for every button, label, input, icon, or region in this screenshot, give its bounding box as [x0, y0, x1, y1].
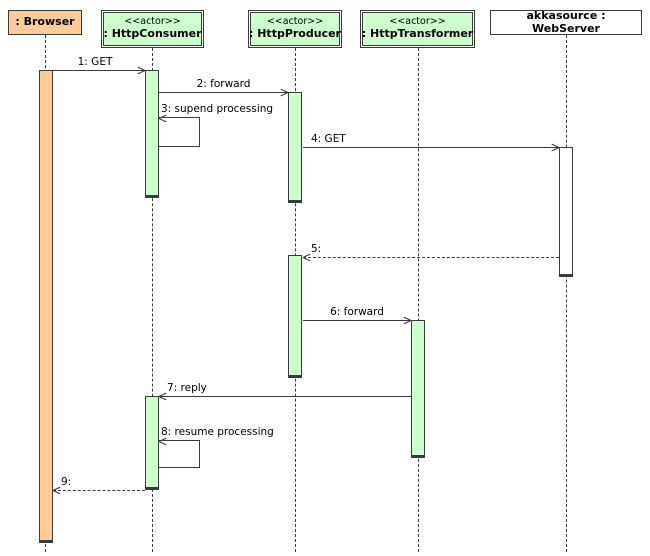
message-label: 4: GET [311, 133, 346, 145]
message-line [159, 396, 411, 397]
participant-stereotype: <<actor>> [389, 16, 446, 28]
self-message-8[interactable]: 8: resume processing [158, 426, 274, 468]
activation-bar-browser[interactable] [39, 70, 53, 543]
message-label: 8: resume processing [161, 426, 274, 438]
activation-bar-httpproducer[interactable] [288, 92, 302, 203]
activation-bar-httpproducer[interactable] [288, 255, 302, 378]
participant-stereotype: <<actor>> [266, 16, 324, 28]
message-line [45, 70, 145, 71]
message-label: 7: reply [167, 382, 207, 394]
message-label: 9: [61, 476, 72, 488]
message-label: 1: GET [77, 56, 113, 68]
message-line [303, 257, 559, 258]
participant-name: : HttpProducer [249, 27, 341, 41]
participant-stereotype: <<actor>> [124, 16, 181, 28]
participant-header-httptransformer[interactable]: <<actor>>: HttpTransformer [360, 10, 475, 48]
activation-bar-httpconsumer[interactable] [145, 396, 159, 490]
message-line [53, 490, 145, 491]
participant-header-browser[interactable]: : Browser [8, 10, 82, 35]
self-message-3[interactable]: 3: supend processing [158, 103, 273, 147]
lifeline-httptransformer [418, 48, 419, 552]
activation-bar-httpconsumer[interactable] [145, 70, 159, 198]
lifeline-httpconsumer [152, 48, 153, 552]
participant-name: akkasource : WebServer [526, 8, 606, 35]
participant-header-httpproducer[interactable]: <<actor>>: HttpProducer [248, 10, 342, 48]
participant-header-webserver[interactable]: akkasource : WebServer [490, 8, 642, 35]
message-label: 5: [311, 243, 322, 255]
participant-name: : HttpConsumer [103, 27, 202, 41]
message-line [303, 320, 411, 321]
participant-header-httpconsumer[interactable]: <<actor>>: HttpConsumer [101, 10, 204, 48]
participant-name: : HttpTransformer [361, 27, 474, 41]
message-line [303, 147, 559, 148]
activation-bar-webserver[interactable] [559, 147, 573, 277]
message-label: 3: supend processing [161, 103, 274, 115]
message-label: 6: forward [330, 306, 384, 318]
activation-bar-httptransformer[interactable] [411, 320, 425, 458]
participant-name: : Browser [15, 15, 75, 29]
message-label: 2: forward [196, 78, 251, 90]
lifeline-webserver [566, 35, 567, 552]
message-line [159, 92, 288, 93]
